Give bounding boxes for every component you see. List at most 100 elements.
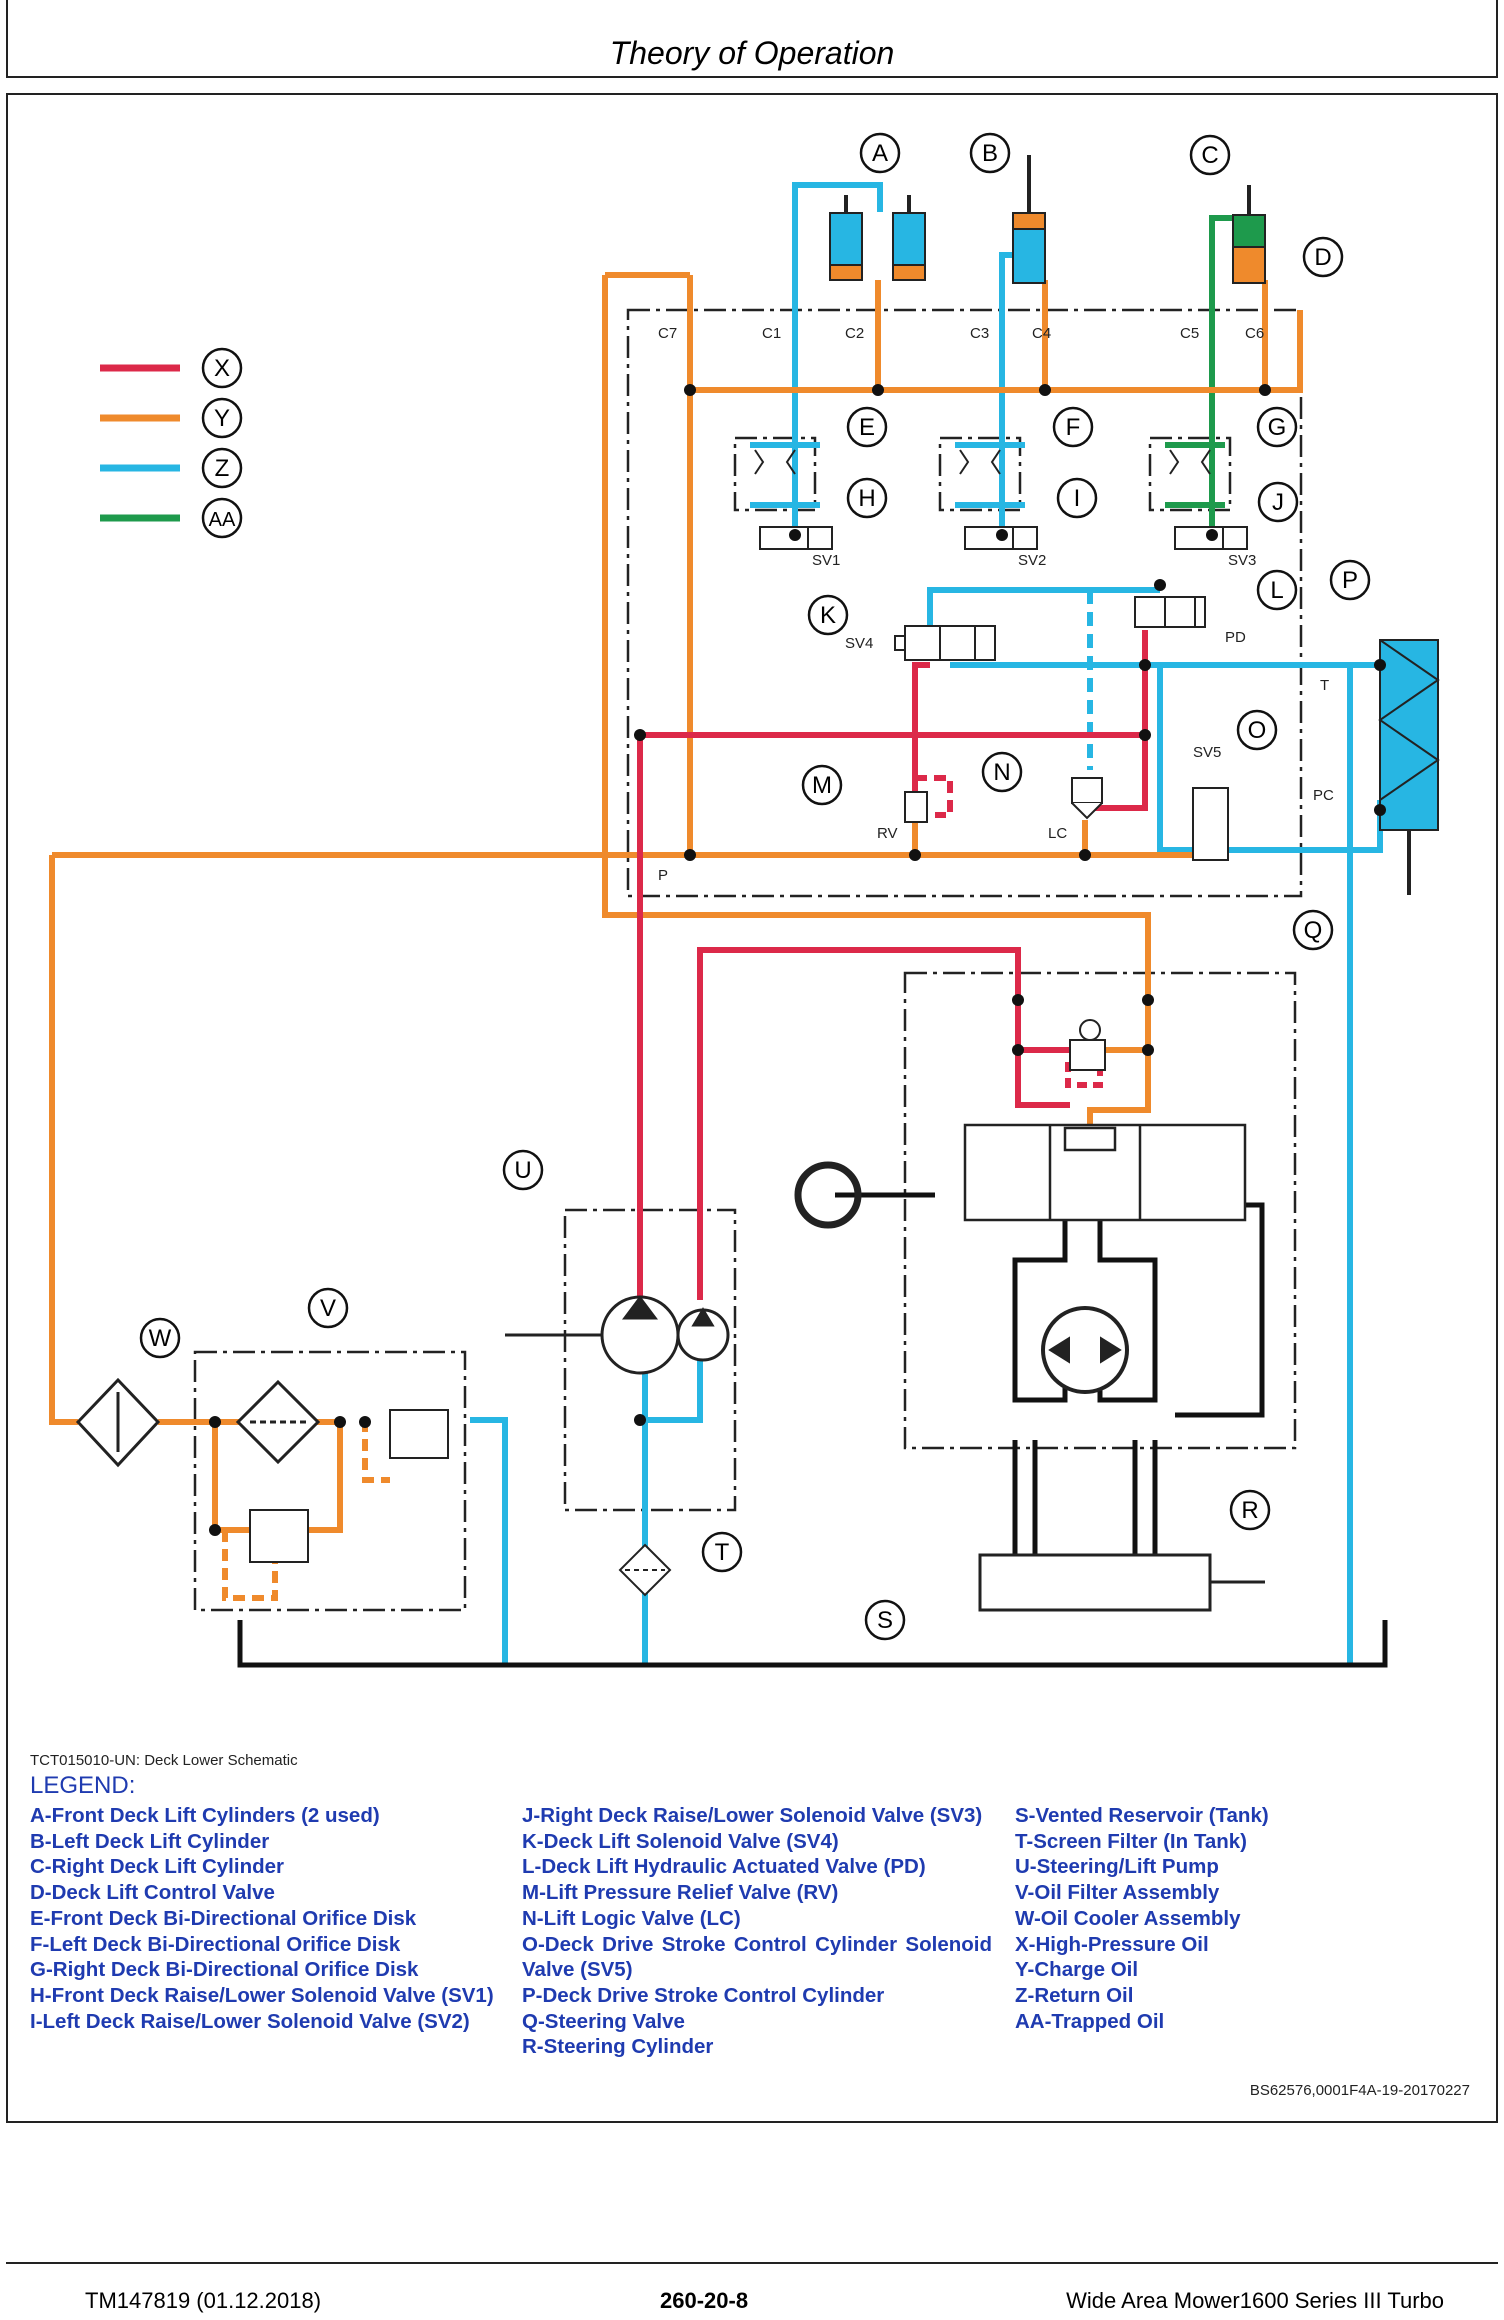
- legend-item: AA-Trapped Oil: [1015, 2009, 1165, 2033]
- orifice-e-boundary: [733, 436, 817, 512]
- callout-circle: [201, 347, 243, 389]
- port-c1: C1: [762, 325, 781, 342]
- legend-item: O-Deck Drive Stroke Control Cylinder Sol…: [522, 1932, 992, 1982]
- cooler-bypass-valve: [249, 1509, 309, 1563]
- reference-code: BS62576,0001F4A-19-20170227: [1249, 2082, 1470, 2099]
- return-line-pd: [927, 587, 1160, 630]
- hp-sv4: [912, 662, 930, 800]
- legend-item: K-Deck Lift Solenoid Valve (SV4): [522, 1829, 839, 1853]
- steering-lift-pump: [505, 1295, 730, 1375]
- callout-h: H: [858, 485, 875, 512]
- callout-circle: [1257, 481, 1299, 523]
- legend-item: R-Steering Cylinder: [522, 2035, 714, 2059]
- deck-lower-schematic: C7 C1 C2 C3 C4 C5 C6 SV1 SV2 SV3 SV4 SV5…: [49, 132, 1440, 1668]
- port-lc: LC: [1048, 825, 1067, 842]
- callout-o: O: [1248, 717, 1267, 744]
- steering-cyl-lines: [1012, 1440, 1158, 1560]
- solenoid-valves-sv1-sv3: [759, 526, 1248, 550]
- legend-item: J-Right Deck Raise/Lower Solenoid Valve …: [522, 1804, 983, 1827]
- callout-u: U: [514, 1157, 531, 1184]
- legend-item: P-Deck Drive Stroke Control Cylinder: [522, 1983, 885, 2007]
- legend-item: T-Screen Filter (In Tank): [1015, 1829, 1247, 1853]
- port-pc: PC: [1313, 787, 1334, 804]
- page-title: Theory of Operation: [609, 35, 895, 71]
- return-line-a: [792, 182, 883, 535]
- callout-j: J: [1272, 489, 1284, 516]
- port-c6: C6: [1245, 325, 1264, 342]
- callout-circle: [981, 751, 1023, 793]
- sv5-valve: [1192, 787, 1229, 861]
- port-sv4: SV4: [845, 635, 873, 652]
- cylinder-a-left: [829, 195, 863, 281]
- callout-circle: [1329, 559, 1371, 601]
- callout-circle: [859, 132, 901, 174]
- callout-g: G: [1268, 414, 1287, 441]
- callout-d: D: [1314, 244, 1331, 271]
- steering-valve-body: [963, 1123, 1247, 1222]
- callout-circle: [502, 1149, 544, 1191]
- callout-c: C: [1201, 142, 1218, 169]
- port-sv2: SV2: [1018, 552, 1046, 569]
- callout-e: E: [859, 414, 875, 441]
- legend-item: A-Front Deck Lift Cylinders (2 used): [30, 1804, 380, 1827]
- footer-rule: [6, 2262, 1498, 2264]
- steering-motor-lines: [1012, 1205, 1158, 1403]
- callout-circle: [846, 406, 888, 448]
- callout-circle: [1056, 477, 1098, 519]
- callout-circle: [1292, 909, 1334, 951]
- port-p: P: [658, 867, 668, 884]
- steering-check-valve: [1069, 1019, 1106, 1071]
- legend-item: M-Lift Pressure Relief Valve (RV): [522, 1881, 839, 1905]
- callout-m: M: [812, 772, 832, 799]
- stroke-control-cylinder: [1378, 639, 1440, 895]
- logic-valve-lc: [1071, 777, 1103, 820]
- cylinder-b: [1012, 155, 1046, 284]
- port-c5: C5: [1180, 325, 1199, 342]
- callout-b: B: [982, 140, 998, 167]
- callout-circle: [864, 1599, 906, 1641]
- callout-w: W: [149, 1325, 172, 1352]
- oil-cooler: [75, 1377, 161, 1468]
- callout-q: Q: [1304, 917, 1323, 944]
- steering-motor: [1041, 1306, 1129, 1394]
- callout-circle: [969, 132, 1011, 174]
- legend-item: U-Steering/Lift Pump: [1015, 1855, 1219, 1879]
- junction-dots: [209, 384, 1386, 1536]
- callout-circle: [807, 594, 849, 636]
- pd-valve: [1134, 596, 1206, 628]
- callout-x: X: [214, 355, 230, 382]
- trapped-sv3: [1165, 442, 1225, 508]
- charge-top-header: [690, 310, 1303, 393]
- legend-item: N-Lift Logic Valve (LC): [522, 1906, 741, 1930]
- charge-filter2: [212, 1422, 250, 1533]
- oil-filter: [235, 1379, 321, 1465]
- callout-circle: [1052, 406, 1094, 448]
- oil-filter-boundary: [193, 1350, 467, 1612]
- legend-item: Z-Return Oil: [1015, 1983, 1134, 2007]
- callout-t: T: [715, 1539, 730, 1566]
- schematic-frame: [6, 93, 1498, 2123]
- legend-item: I-Left Deck Raise/Lower Solenoid Valve (…: [30, 2009, 470, 2033]
- charge-cooler: [49, 855, 78, 1425]
- filter-bypass-valve: [389, 1409, 449, 1459]
- relief-valve-rv: [904, 791, 928, 823]
- port-t: T: [1320, 677, 1329, 694]
- legend-column-2: J-Right Deck Raise/Lower Solenoid Valve …: [522, 1803, 992, 2060]
- legend-column-1: A-Front Deck Lift Cylinders (2 used)B-Le…: [30, 1803, 500, 2034]
- orifice-g-boundary: [1148, 436, 1232, 512]
- port-c3: C3: [970, 325, 989, 342]
- trapped-line-c: [1209, 215, 1235, 535]
- legend-item: S-Vented Reservoir (Tank): [1015, 1804, 1269, 1827]
- hp-pump: [697, 947, 1021, 1300]
- steering-cylinder: [978, 1553, 1265, 1612]
- sv4-valve: [894, 625, 996, 661]
- legend-item: H-Front Deck Raise/Lower Solenoid Valve …: [30, 1983, 494, 2007]
- callout-z: Z: [215, 455, 230, 482]
- return-sv1: [750, 442, 820, 508]
- hp-relief-pilot: [915, 775, 953, 818]
- legend-item: B-Left Deck Lift Cylinder: [30, 1829, 270, 1853]
- orifice-f-boundary: [938, 436, 1022, 512]
- callout-circle: [201, 397, 243, 439]
- legend-item: C-Right Deck Lift Cylinder: [30, 1855, 284, 1879]
- hp-steering-pilot: [1065, 1062, 1103, 1088]
